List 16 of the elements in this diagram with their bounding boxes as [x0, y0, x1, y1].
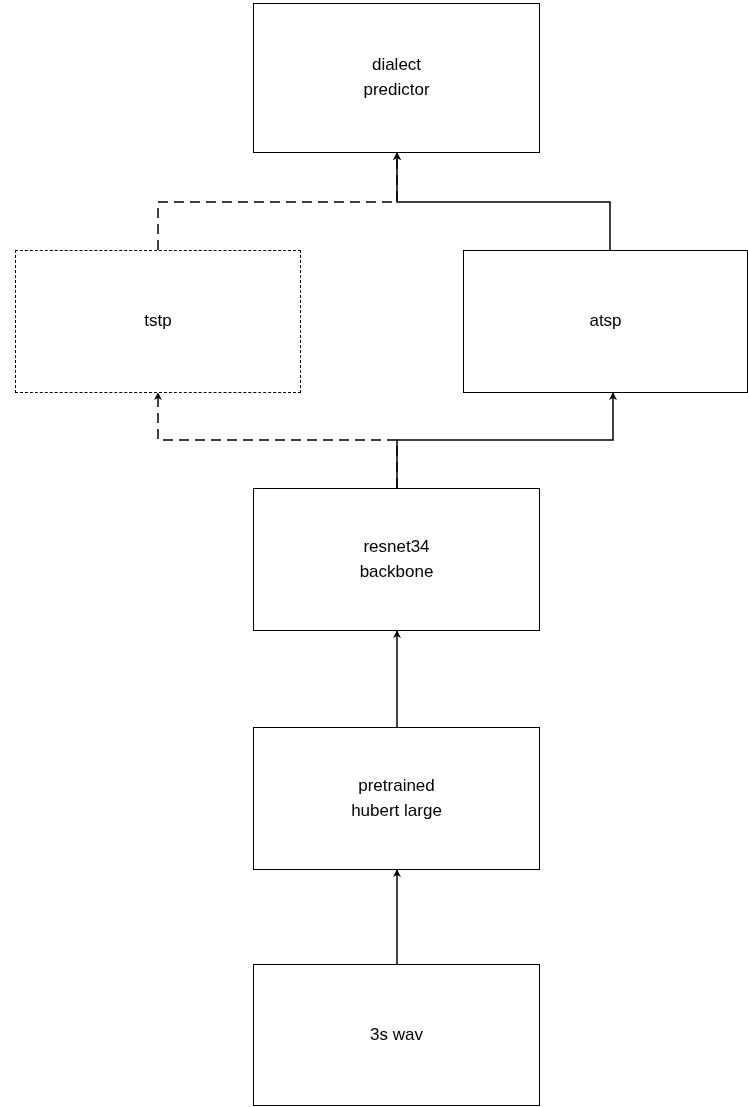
process-box	[463, 250, 748, 393]
process-box	[253, 727, 540, 870]
box-label: atsp	[589, 310, 622, 333]
box-label: dialect predictor	[362, 54, 431, 101]
box-label: resnet34 backbone	[358, 535, 435, 583]
arrow	[393, 869, 401, 965]
box-label: pretrained hubert large	[350, 774, 443, 822]
arrow	[393, 152, 611, 251]
process-box	[253, 488, 540, 631]
arrow	[396, 392, 617, 489]
box-label: tstp	[144, 310, 172, 333]
process-box	[253, 3, 540, 153]
arrow	[393, 630, 401, 728]
process-box	[253, 964, 540, 1106]
box-label: 3s wav	[370, 1023, 423, 1046]
process-box	[15, 250, 301, 393]
